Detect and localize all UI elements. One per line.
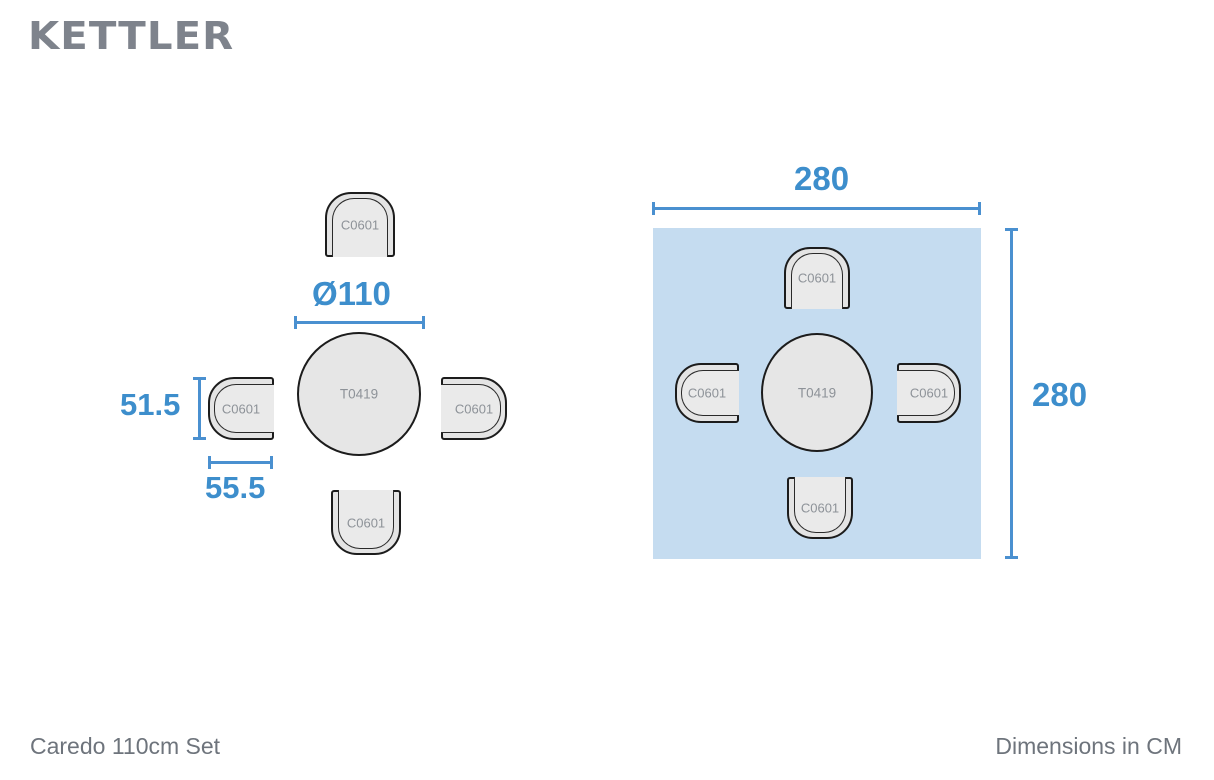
chair-bottom: C0601 <box>331 489 401 555</box>
chair-top: C0601 <box>784 247 850 310</box>
chair-bottom: C0601 <box>787 476 853 539</box>
chair-code-label: C0601 <box>454 401 494 416</box>
table-diameter-dimension-line <box>294 316 425 329</box>
table-diameter-label: Ø110 <box>312 275 391 312</box>
chair-top: C0601 <box>325 192 395 258</box>
chair-code-label: C0601 <box>800 500 840 516</box>
chair-right: C0601 <box>896 363 961 423</box>
units-note-label: Dimensions in CM <box>995 733 1182 759</box>
table-top: T0419 <box>761 333 873 452</box>
chair-right: C0601 <box>440 377 507 440</box>
chair-depth-dimension-line <box>193 377 206 440</box>
footprint-width-label: 280 <box>794 160 850 197</box>
kettler-logo: KETTLER <box>28 14 235 58</box>
table-top: T0419 <box>297 332 421 456</box>
chair-code-label: C0601 <box>221 401 261 416</box>
chair-width-label: 55.5 <box>205 470 266 505</box>
chair-left: C0601 <box>208 377 275 440</box>
table-code-label: T0419 <box>339 386 379 402</box>
table-code-label: T0419 <box>797 384 837 400</box>
chair-depth-label: 51.5 <box>120 387 181 422</box>
footprint-depth-dimension-line <box>1005 228 1018 559</box>
chair-left: C0601 <box>675 363 740 423</box>
product-name-label: Caredo 110cm Set <box>30 733 221 759</box>
chair-code-label: C0601 <box>346 515 386 530</box>
chair-code-label: C0601 <box>340 217 380 232</box>
chair-code-label: C0601 <box>909 385 949 401</box>
footprint-width-dimension-line <box>652 202 981 215</box>
chair-width-dimension-line <box>208 456 273 469</box>
chair-code-label: C0601 <box>797 270 837 286</box>
footprint-depth-label: 280 <box>1032 376 1088 413</box>
chair-code-label: C0601 <box>687 385 727 401</box>
